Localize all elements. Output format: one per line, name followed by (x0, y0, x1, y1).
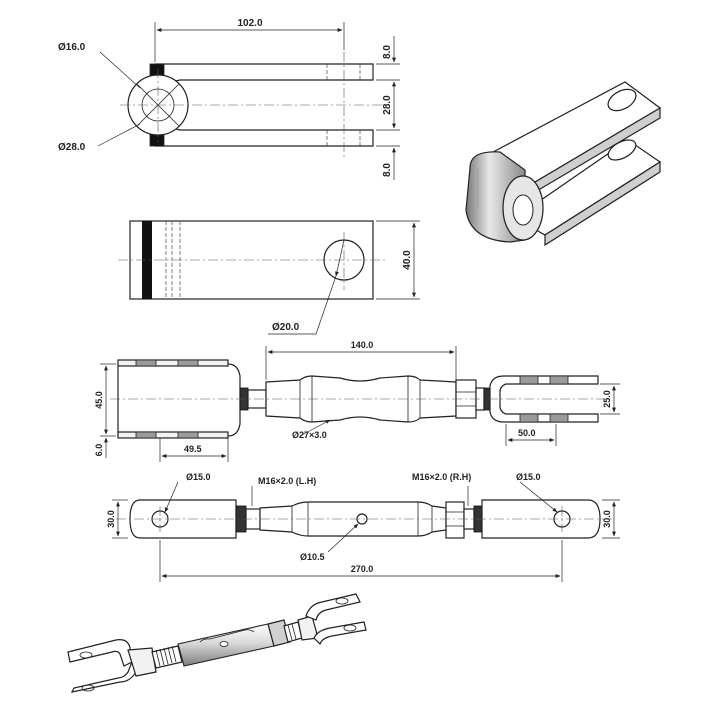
dim-fork-right-gap: 25.0 (602, 390, 612, 408)
assembly-side-dimensions: Ø15.0 Ø15.0 M16×2.0 (L.H) M16×2.0 (R.H) … (106, 472, 620, 582)
top-view-dimensions: 102.0 Ø16.0 Ø28.0 8.0 28.0 8.0 (58, 18, 400, 180)
dim-pin-hole: Ø16.0 (58, 42, 86, 53)
dim-eye-hole-left: Ø15.0 (186, 472, 211, 482)
dim-end-width-left: 30.0 (106, 510, 116, 528)
dim-fork-height: 45.0 (94, 391, 104, 409)
dim-fork-right-length: 50.0 (518, 428, 536, 438)
dim-plate-top: 8.0 (382, 45, 393, 59)
dim-hole-20: Ø20.0 (272, 322, 300, 333)
dim-boss: Ø28.0 (58, 142, 86, 153)
assembly-top-dimensions: 140.0 Ø27×3.0 45.0 6.0 49.5 50.0 25.0 (94, 340, 620, 462)
dim-body-dia: Ø27×3.0 (292, 430, 327, 440)
dim-gap: 28.0 (382, 95, 393, 115)
clevis-top-view (120, 52, 390, 160)
dim-length-102: 102.0 (237, 18, 262, 29)
dim-end-width-right: 30.0 (602, 510, 612, 528)
dim-body-140: 140.0 (351, 340, 374, 350)
assembly-iso-view (67, 593, 367, 693)
clevis-side-view (118, 220, 385, 300)
dim-thread-right: M16×2.0 (R.H) (412, 472, 471, 482)
side-view-dimensions: 40.0 Ø20.0 (268, 220, 420, 335)
dim-plate-6: 6.0 (94, 444, 104, 457)
dim-thread-left: M16×2.0 (L.H) (258, 476, 316, 486)
dim-cross-hole: Ø10.5 (300, 552, 325, 562)
dim-total-length: 270.0 (351, 564, 374, 574)
dim-fork-length: 49.5 (184, 444, 202, 454)
dim-plate-bottom: 8.0 (382, 163, 393, 177)
assembly-side-view (116, 499, 612, 539)
clevis-iso-view (465, 81, 662, 247)
assembly-top-view (110, 359, 610, 439)
dim-eye-hole-right: Ø15.0 (516, 472, 541, 482)
dim-height-40: 40.0 (402, 250, 413, 270)
